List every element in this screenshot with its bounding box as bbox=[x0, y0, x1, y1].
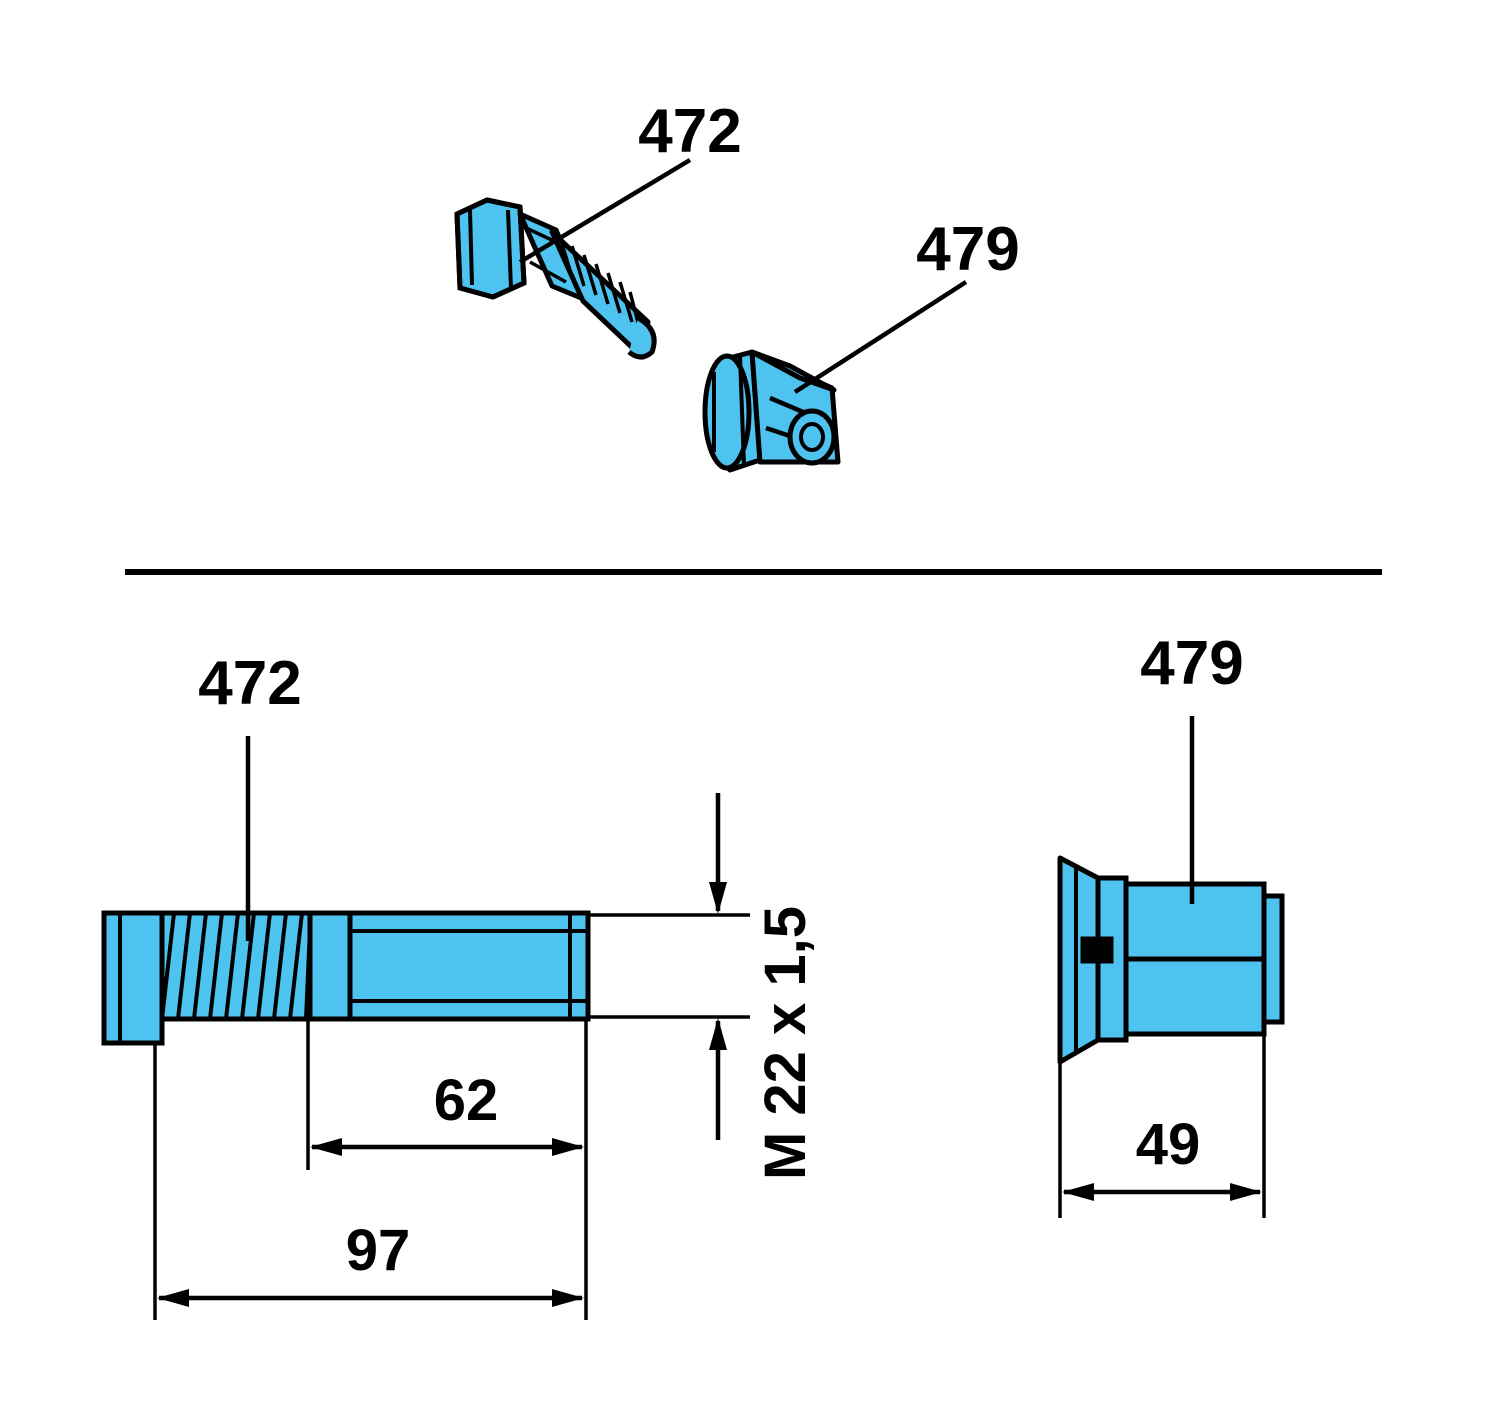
dimension-62-label: 62 bbox=[434, 1068, 499, 1133]
callout-479-top: 479 bbox=[916, 215, 1019, 284]
leader-472-top bbox=[518, 158, 692, 264]
dimension-49: 49 bbox=[1058, 1034, 1266, 1218]
dimension-thread: M 22 x 1,5 bbox=[588, 793, 818, 1180]
callout-479-bottom: 479 bbox=[1140, 629, 1243, 698]
dimension-thread-label: M 22 x 1,5 bbox=[753, 906, 818, 1180]
nut-479-isometric bbox=[702, 349, 841, 473]
nut-479-side-view bbox=[1057, 855, 1285, 1065]
dimension-62: 62 bbox=[306, 1020, 588, 1170]
callout-472-bottom: 472 bbox=[198, 649, 301, 718]
bolt-472-isometric bbox=[454, 197, 657, 360]
bolt-472-side-view bbox=[101, 910, 591, 1046]
dimension-97-label: 97 bbox=[346, 1218, 411, 1283]
dimension-97: 97 bbox=[153, 1044, 588, 1320]
leader-479-top bbox=[793, 280, 968, 394]
callout-472-top: 472 bbox=[638, 97, 741, 166]
dimension-49-label: 49 bbox=[1136, 1112, 1201, 1177]
